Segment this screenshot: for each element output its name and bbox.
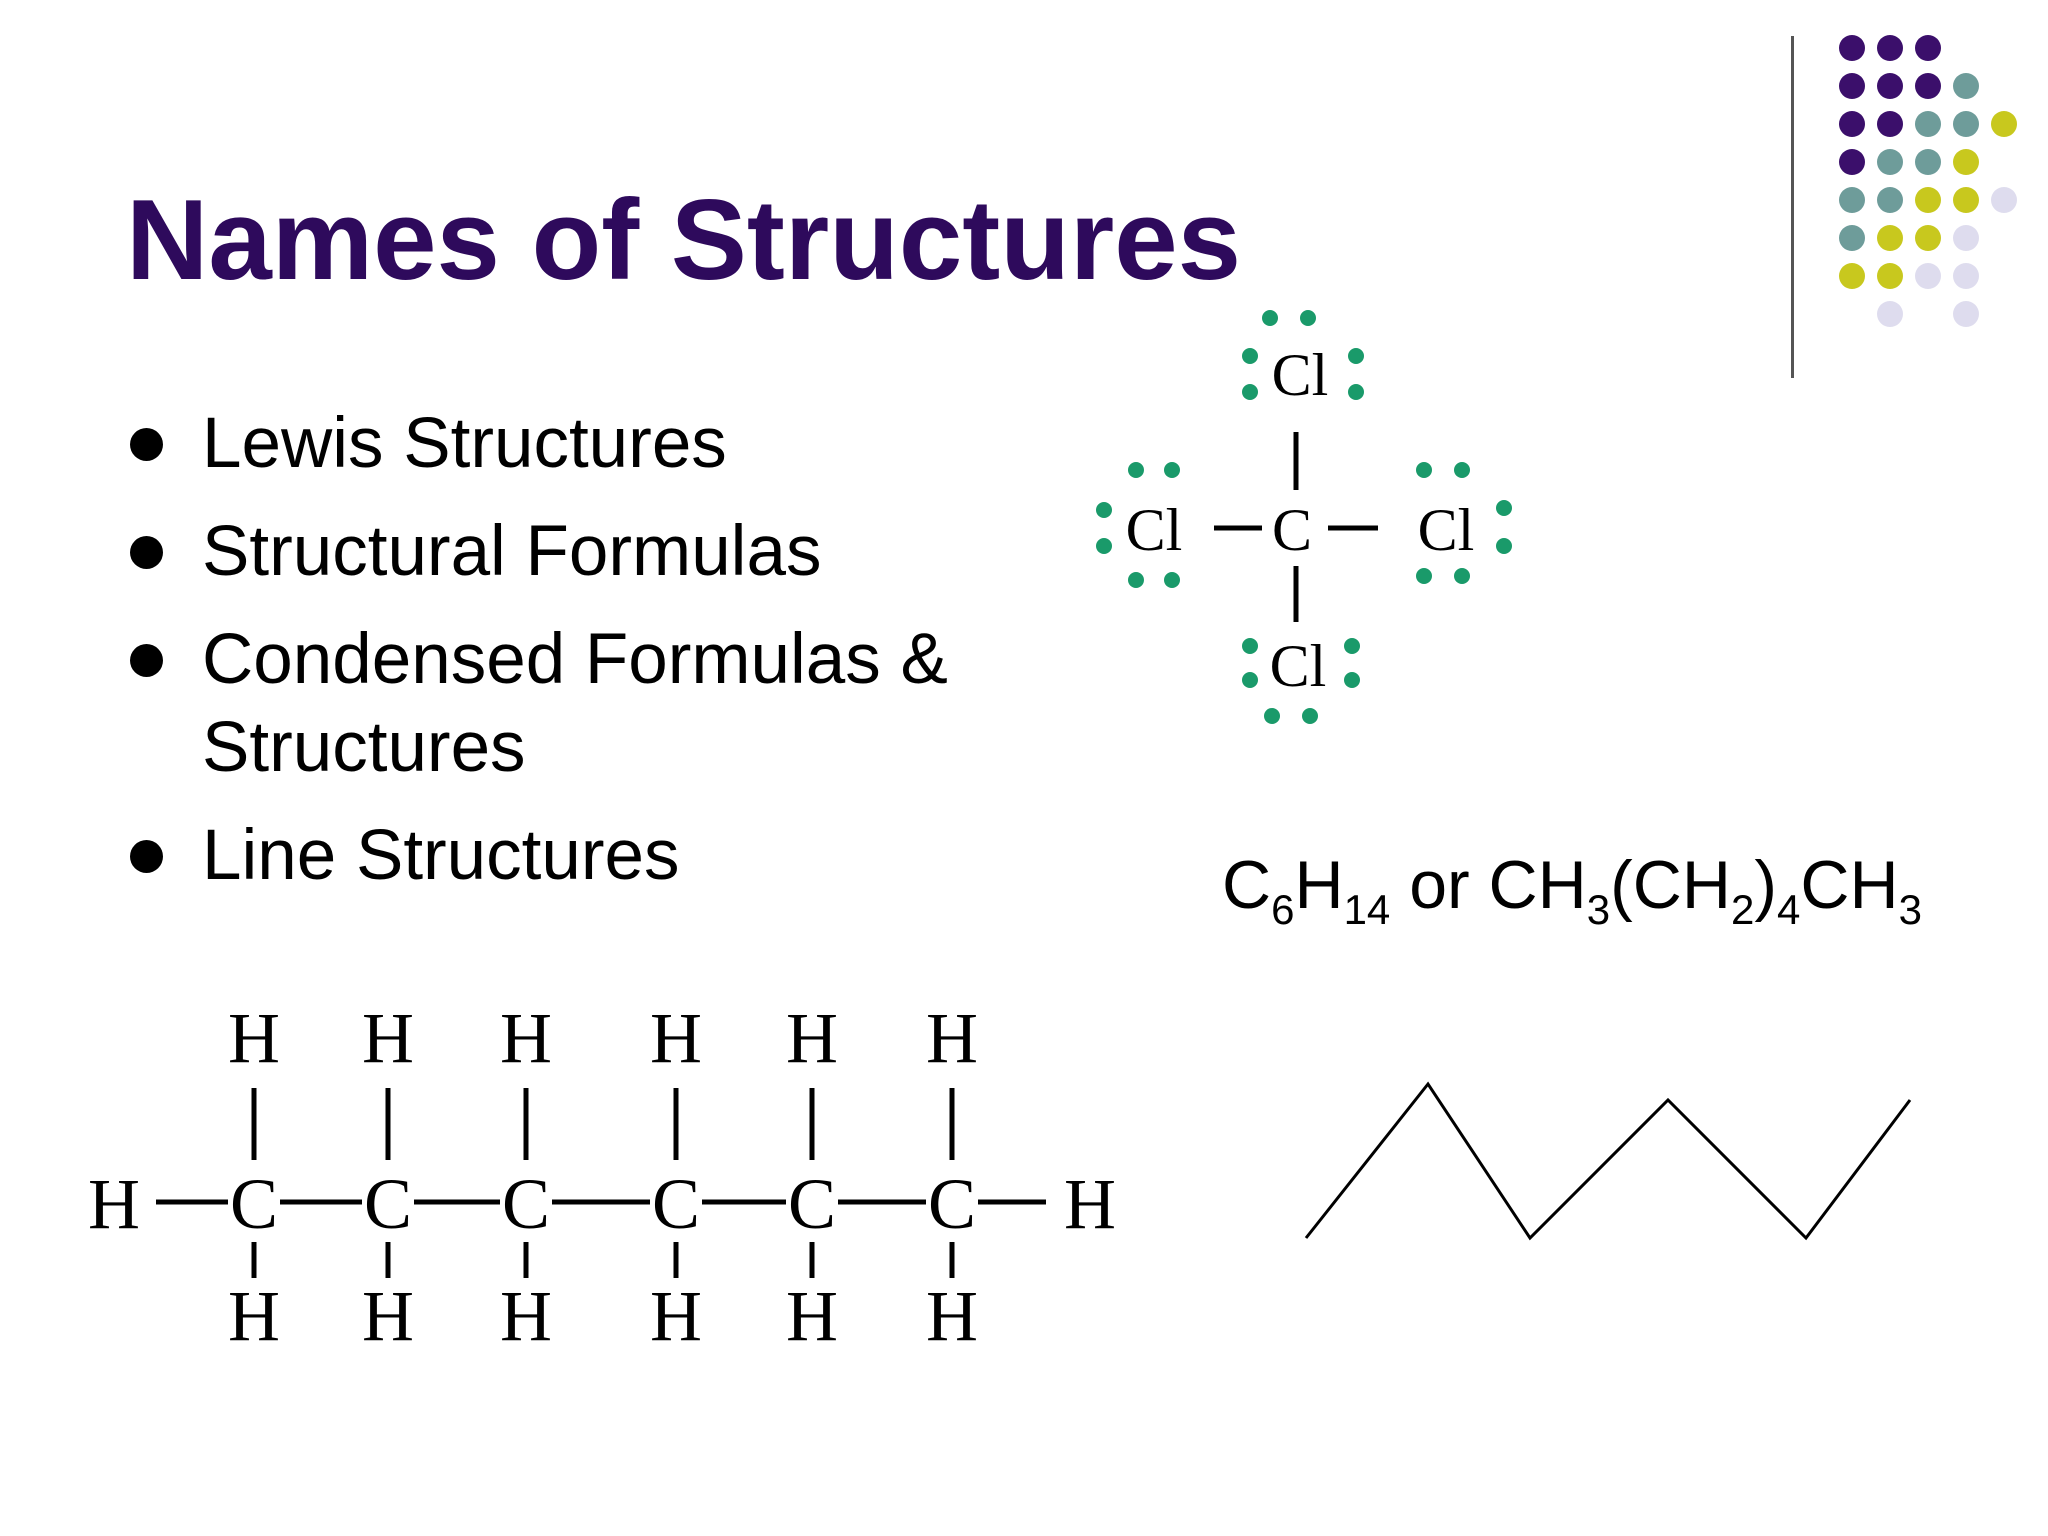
hydrogen-atom-label: H [362, 998, 414, 1078]
bullet-list: Lewis Structures Structural Formulas Con… [130, 400, 1030, 920]
bullet-dot-icon [130, 644, 163, 677]
hydrogen-atom-label: H [228, 998, 280, 1078]
lone-pair-dot [1344, 638, 1360, 654]
slide-title: Names of Structures [126, 177, 1242, 304]
lone-pair-dot [1096, 502, 1112, 518]
lone-pair-dot [1348, 348, 1364, 364]
hydrogen-atom-label: H [926, 998, 978, 1078]
bullet-dot-icon [130, 840, 163, 873]
formula-subscript: 4 [1777, 886, 1801, 933]
ligand-atom-label: Cl [1270, 633, 1327, 699]
bullet-item: Structural Formulas [130, 508, 1030, 596]
hydrogen-atom-label: H [650, 998, 702, 1078]
ligand-atom-label: Cl [1272, 342, 1329, 408]
hydrogen-atom-label: H [500, 1276, 552, 1356]
bullet-text: Structural Formulas [202, 512, 822, 591]
lone-pair-dot [1242, 638, 1258, 654]
formula-subscript: 3 [1586, 886, 1611, 933]
lone-pair-dot [1454, 462, 1470, 478]
lone-pair-dot [1242, 384, 1258, 400]
formula-part: (CH [1610, 847, 1731, 923]
carbon-atom-label: C [502, 1164, 550, 1244]
lone-pair-dot [1242, 348, 1258, 364]
lone-pair-dot [1496, 500, 1512, 516]
bullet-text: Lewis Structures [202, 404, 727, 483]
lone-pair-dot [1096, 538, 1112, 554]
hydrogen-atom-label: H [786, 998, 838, 1078]
lone-pair-dot [1348, 384, 1364, 400]
carbon-atom-label: C [230, 1164, 278, 1244]
carbon-atom-label: C [928, 1164, 976, 1244]
hydrogen-atom-label: H [926, 1276, 978, 1356]
carbon-atom-label: C [364, 1164, 412, 1244]
formula-subscript: 6 [1271, 886, 1295, 933]
lone-pair-dot [1264, 708, 1280, 724]
hydrogen-atom-label: H [1064, 1164, 1116, 1244]
hydrogen-atom-label: H [500, 998, 552, 1078]
lone-pair-dot [1262, 310, 1278, 326]
bullet-dot-icon [130, 536, 163, 569]
lone-pair-dot [1416, 462, 1432, 478]
formula-subscript: 2 [1730, 886, 1755, 933]
formula-part: ) [1754, 847, 1777, 923]
formula-subscript: 14 [1343, 886, 1391, 933]
center-atom-label: C [1272, 497, 1312, 563]
bullet-text: Line Structures [202, 816, 680, 895]
carbon-atom-label: C [788, 1164, 836, 1244]
bullet-item: Lewis Structures [130, 400, 1030, 488]
bullet-item: Line Structures [130, 812, 1030, 900]
lone-pair-dot [1300, 310, 1316, 326]
hydrogen-atom-label: H [650, 1276, 702, 1356]
hydrogen-atom-label: H [786, 1276, 838, 1356]
condensed-formula: C6H14 or CH3(CH2)4CH3 [1222, 846, 1922, 931]
ligand-atom-label: Cl [1126, 497, 1183, 563]
hydrogen-atom-label: H [228, 1276, 280, 1356]
lone-pair-dot [1128, 572, 1144, 588]
formula-part: C [1222, 847, 1272, 923]
bullet-item: Condensed Formulas & Structures [130, 616, 1030, 792]
bullet-dot-icon [130, 428, 163, 461]
lone-pair-dot [1164, 572, 1180, 588]
lone-pair-dot [1416, 568, 1432, 584]
lone-pair-dot [1128, 462, 1144, 478]
bullet-text: Condensed Formulas & Structures [202, 620, 948, 787]
ligand-atom-label: Cl [1418, 497, 1475, 563]
lone-pair-dot [1454, 568, 1470, 584]
vertical-divider [1791, 36, 1794, 378]
lone-pair-dot [1242, 672, 1258, 688]
lone-pair-dot [1302, 708, 1318, 724]
hydrogen-atom-label: H [88, 1164, 140, 1244]
lone-pair-dot [1164, 462, 1180, 478]
carbon-atom-label: C [652, 1164, 700, 1244]
skeletal-chain [1304, 1081, 1912, 1241]
formula-part: H [1294, 847, 1344, 923]
formula-part: CH [1800, 847, 1899, 923]
hydrogen-atom-label: H [362, 1276, 414, 1356]
formula-subscript: 3 [1898, 886, 1922, 933]
formula-part: or CH [1390, 847, 1587, 923]
lone-pair-dot [1344, 672, 1360, 688]
lone-pair-dot [1496, 538, 1512, 554]
